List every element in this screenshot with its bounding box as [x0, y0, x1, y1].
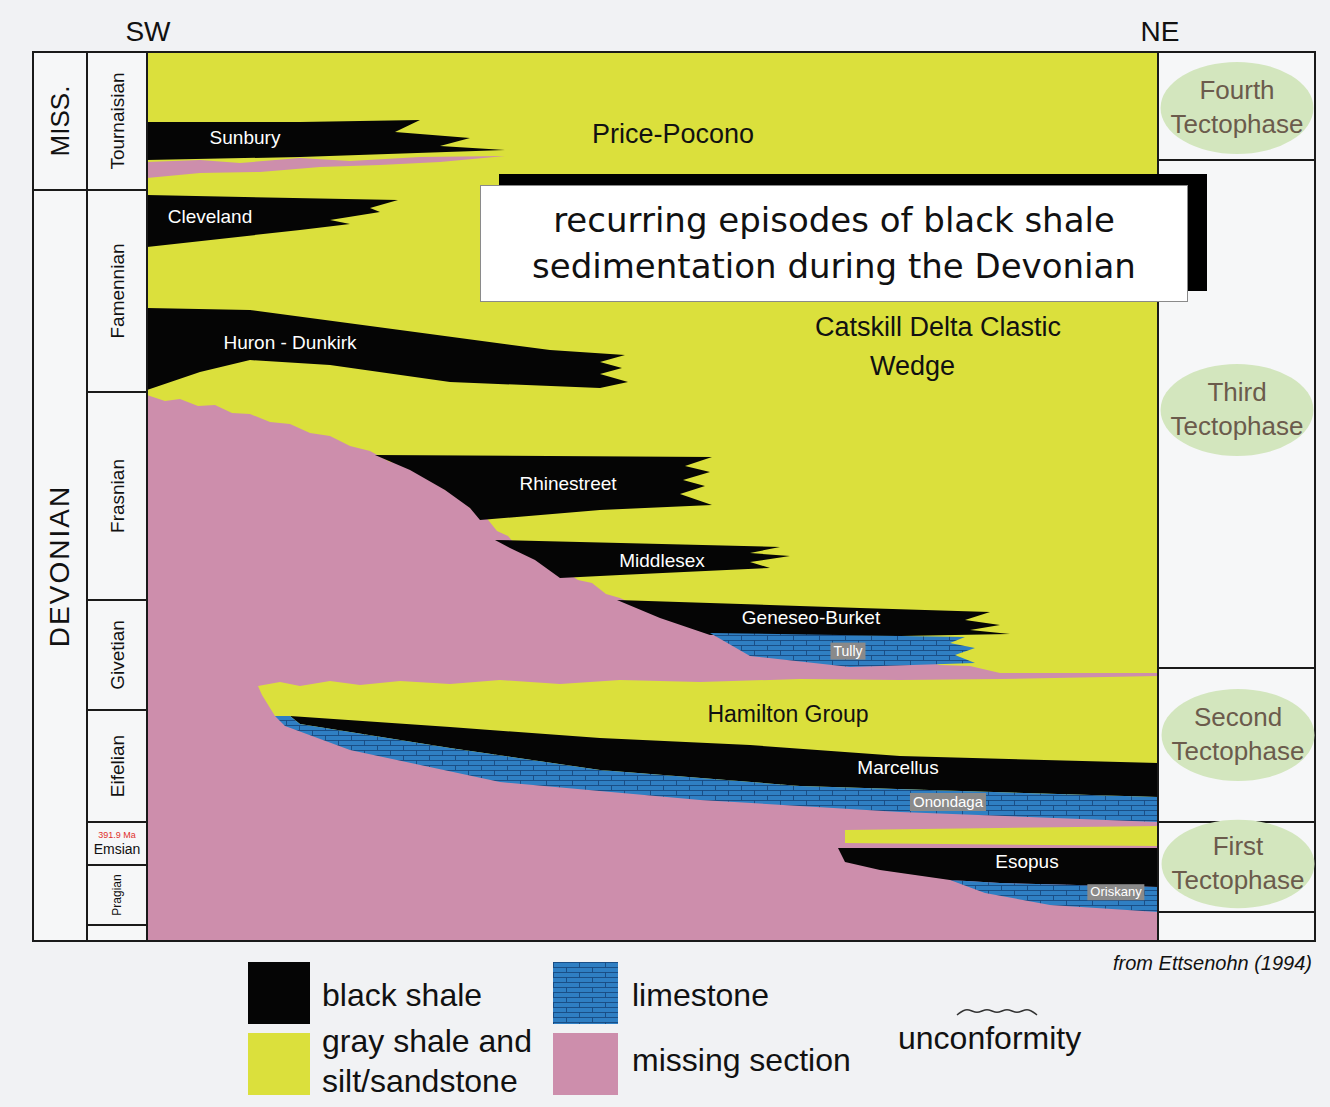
stage-name: Pragian: [111, 874, 123, 915]
legend-text: black shale: [322, 976, 482, 1014]
ellipse-shape: [1159, 60, 1315, 156]
ellipse-shape: [1159, 362, 1315, 458]
ellipse-fill: [1162, 689, 1315, 781]
tectophase-name: Second Tectophase: [1165, 701, 1311, 769]
black-shale-body: [147, 120, 505, 160]
group-label: Hamilton Group: [707, 701, 868, 729]
formation-label: Esopus: [995, 851, 1058, 874]
formation-label: Geneseo-Burket: [742, 607, 880, 630]
stage-cell: Tournaisian: [87, 52, 147, 190]
ellipse-shape: [1160, 687, 1316, 783]
limestone-body: [710, 633, 975, 667]
tectophase-ellipse: Third Tectophase: [1159, 362, 1315, 458]
tectophase-ellipse: Second Tectophase: [1160, 687, 1316, 783]
limestone-texture: [553, 962, 618, 1024]
legend-swatch: [248, 962, 310, 1024]
legend-swatch: [248, 1033, 310, 1095]
black-shale-body: [147, 308, 628, 390]
black-shale-body: [617, 600, 1010, 636]
formation-label: Catskill Delta Clastic Wedge: [815, 308, 1125, 386]
stage-cell: Pragian: [87, 865, 147, 925]
tectophase-name: First Tectophase: [1165, 830, 1311, 898]
missing-section: [147, 156, 505, 178]
formation-label: Tully: [830, 643, 865, 660]
ellipse-fill: [1161, 62, 1314, 154]
stage-name: Emsian: [94, 841, 141, 857]
black-shale-body: [375, 455, 712, 520]
stage-cell: Givetian: [87, 600, 147, 710]
black-shale-body: [838, 848, 1158, 887]
stage-name: Givetian: [108, 620, 127, 690]
unconformity-line: [957, 1010, 1037, 1015]
stage-cell: Famennian: [87, 190, 147, 392]
stage-name: Famennian: [108, 243, 127, 338]
stage-cell: 391.9 MaEmsian: [87, 822, 147, 865]
black-shale-body: [495, 540, 790, 578]
compass-label: SW: [125, 15, 170, 49]
stage-name: Tournaisian: [108, 72, 127, 169]
tectophase-name: Third Tectophase: [1164, 376, 1310, 444]
formation-label: Huron - Dunkirk: [223, 332, 356, 355]
legend-text: unconformity: [898, 1019, 1081, 1057]
compass-label: NE: [1141, 15, 1180, 49]
formation-label: Marcellus: [857, 757, 938, 780]
period-name: DEVONIAN: [46, 484, 74, 646]
tectophase-ellipse: Fourth Tectophase: [1159, 60, 1315, 156]
callout-box: recurring episodes of black shale sedime…: [480, 185, 1188, 302]
formation-label: Price-Pocono: [592, 118, 754, 150]
stage-name: Eifelian: [108, 735, 127, 797]
formation-label: Onondaga: [910, 793, 986, 811]
formation-label: Sunbury: [210, 127, 281, 150]
tectophase-name: Fourth Tectophase: [1164, 74, 1310, 142]
ellipse-fill: [1161, 364, 1314, 456]
period-cell: MISS.: [33, 52, 87, 190]
tectophase-ellipse: First Tectophase: [1160, 818, 1316, 910]
missing-section: [147, 395, 1158, 941]
period-cell: DEVONIAN: [33, 190, 87, 941]
formation-label: Middlesex: [619, 550, 705, 573]
ellipse-fill: [1162, 820, 1315, 908]
formation-label: Oriskany: [1087, 884, 1144, 900]
time-column: [33, 52, 147, 941]
limestone-body: [950, 880, 1158, 912]
stage-name: 391.9 Ma: [98, 830, 136, 840]
callout-text: recurring episodes of black shale sedime…: [495, 198, 1173, 290]
column-rules: [33, 52, 1315, 941]
source-note: from Ettsenohn (1994): [1113, 951, 1312, 975]
black-shale-body: [147, 195, 398, 247]
formation-label: Cleveland: [168, 206, 253, 229]
legend-text: limestone: [632, 976, 769, 1014]
period-name: MISS.: [47, 86, 73, 157]
limestone-body: [275, 716, 1158, 822]
legend-text: gray shale and silt/sandstone: [322, 1021, 562, 1101]
stage-cell: Eifelian: [87, 710, 147, 822]
formation-label: Rhinestreet: [519, 473, 616, 496]
stage-cell: Frasnian: [87, 392, 147, 600]
legend-swatch: [553, 962, 618, 1024]
stage-name: Frasnian: [108, 459, 127, 533]
legend-text: missing section: [632, 1041, 851, 1079]
clastic-band: [845, 826, 1158, 846]
legend-swatch: [553, 1033, 618, 1095]
